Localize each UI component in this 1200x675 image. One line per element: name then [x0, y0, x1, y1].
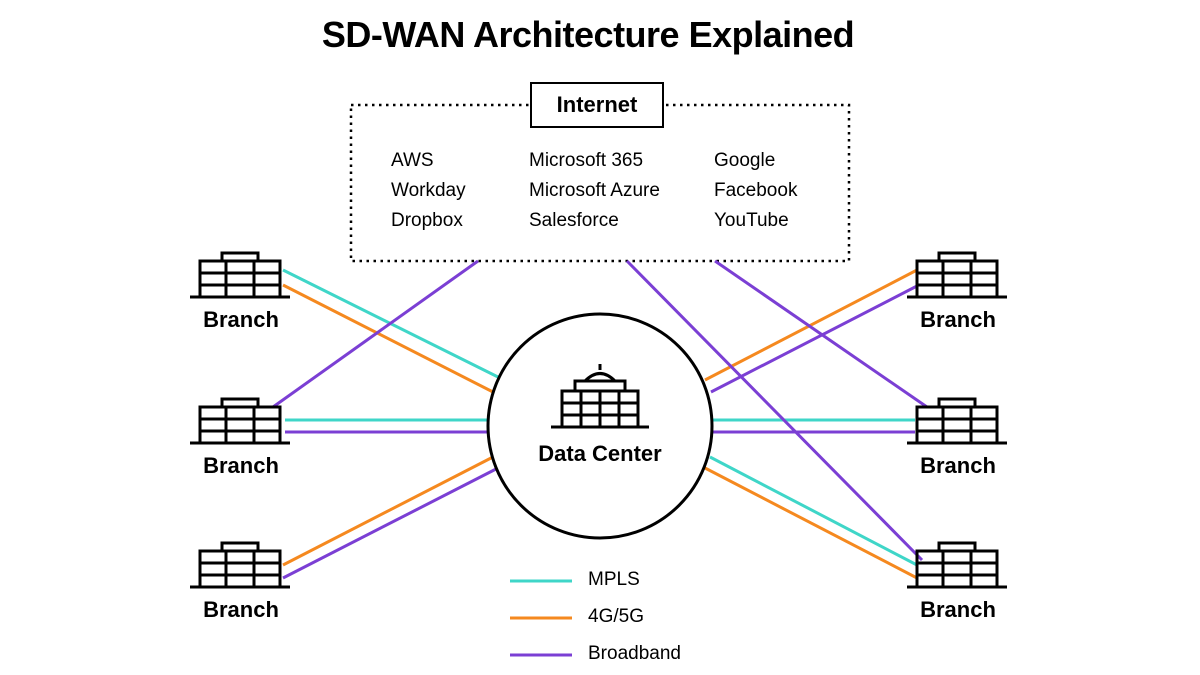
branch-building-icon [907, 397, 1007, 445]
legend-cellular-label: 4G/5G [588, 606, 644, 627]
branch-label: Branch [203, 453, 279, 478]
internet-cloud-box [349, 103, 851, 263]
service-item: Google [714, 150, 776, 171]
data-center-label: Data Center [538, 441, 662, 466]
broadband-link [272, 259, 479, 409]
branch-label: Branch [920, 453, 996, 478]
legend-mpls-label: MPLS [588, 569, 640, 590]
cellular-link [282, 455, 494, 567]
service-item: Facebook [714, 180, 798, 201]
service-item: AWS [391, 150, 434, 171]
service-list-col-2: Microsoft 365 Microsoft Azure Salesforce [529, 146, 660, 236]
service-list-col-1: AWS Workday Dropbox [391, 146, 466, 236]
service-item: Salesforce [529, 210, 619, 231]
branch-building-icon [190, 251, 290, 299]
broadband-link [710, 284, 918, 394]
branch-building-icon [907, 541, 1007, 589]
service-list-col-3: Google Facebook YouTube [714, 146, 797, 236]
service-item: Microsoft 365 [529, 150, 644, 171]
service-item: Dropbox [391, 210, 463, 231]
cellular-link [704, 268, 918, 382]
service-item: YouTube [714, 210, 789, 231]
service-item: Workday [391, 180, 466, 201]
broadband-link [714, 259, 928, 409]
mpls-link [709, 455, 918, 567]
cellular-link [704, 466, 918, 580]
cellular-link [282, 283, 494, 394]
branch-label: Branch [203, 307, 279, 332]
branch-building-icon [907, 251, 1007, 299]
internet-label: Internet [530, 82, 664, 128]
broadband-link [625, 259, 924, 562]
page-title: SD-WAN Architecture Explained [321, 14, 855, 55]
branch-label: Branch [920, 307, 996, 332]
branch-label: Branch [203, 597, 279, 622]
broadband-link [282, 466, 499, 580]
service-item: Microsoft Azure [529, 180, 660, 201]
data-center-building-icon [551, 364, 649, 429]
branch-building-icon [190, 397, 290, 445]
branch-building-icon [190, 541, 290, 589]
branch-label: Branch [920, 597, 996, 622]
legend-broadband-label: Broadband [588, 643, 681, 664]
